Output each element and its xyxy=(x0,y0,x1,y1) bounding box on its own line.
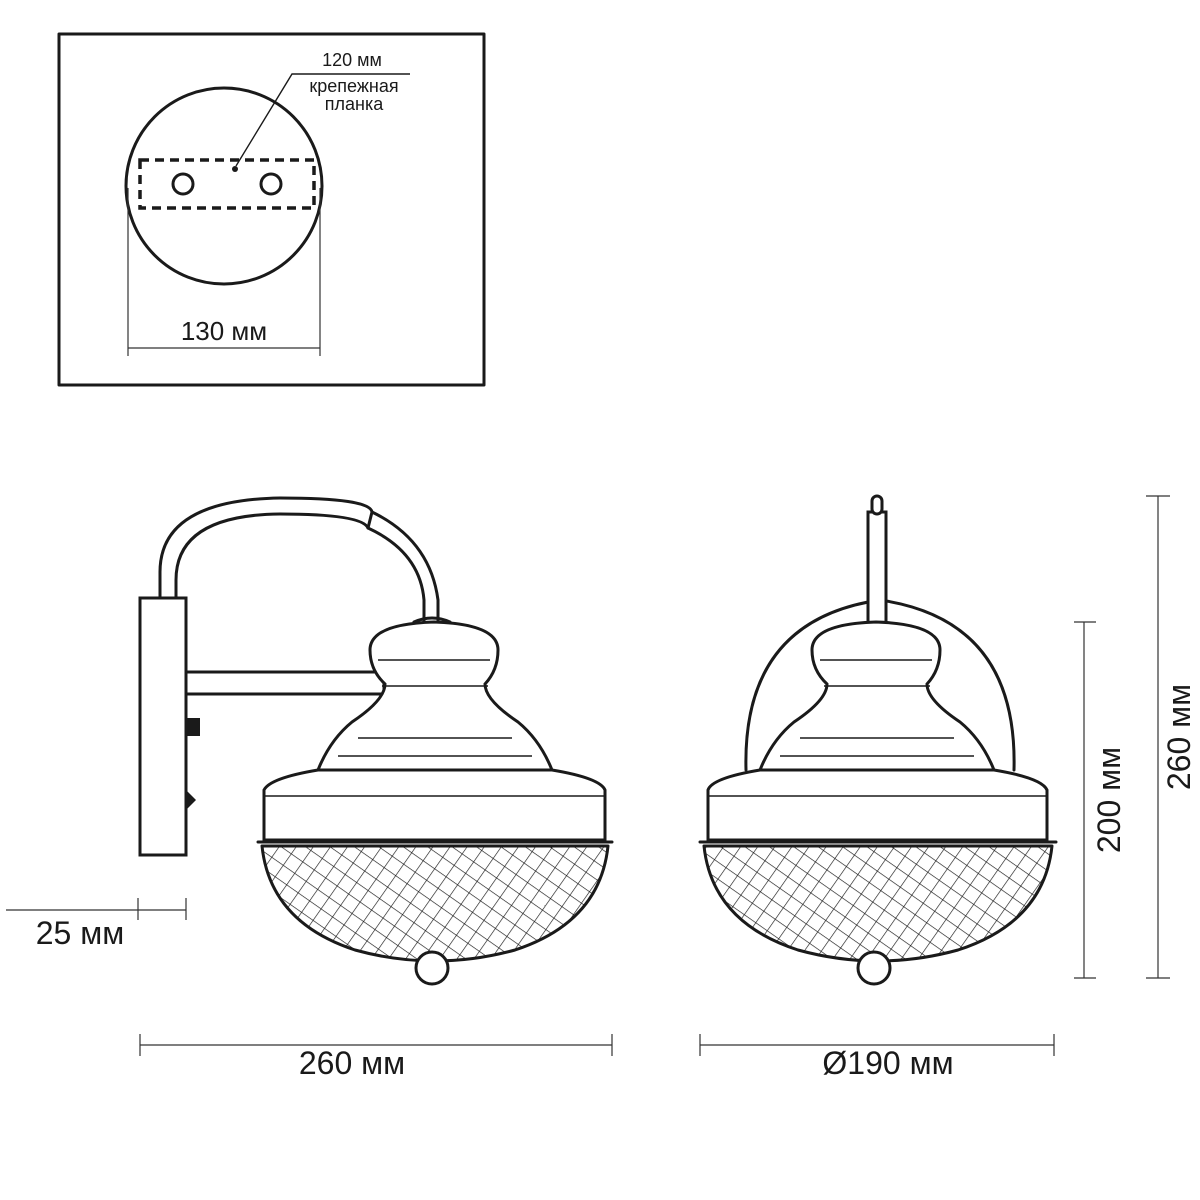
lamp-body-rings xyxy=(338,659,532,757)
shade-height-dimension-ticks xyxy=(1074,621,1096,979)
horizontal-arm xyxy=(184,670,386,696)
switch-bottom-icon xyxy=(186,790,196,810)
diameter-dimension-ticks xyxy=(699,1034,1055,1056)
neck-cap xyxy=(412,616,452,624)
front-diameter-label: Ø190 мм xyxy=(822,1045,953,1081)
total-height-dimension-ticks xyxy=(1146,495,1170,979)
top-rod-tip xyxy=(870,494,884,516)
bracket-length-label: 120 мм xyxy=(322,50,382,70)
screw-hole-right xyxy=(259,172,283,196)
bracket-leader-line xyxy=(235,73,410,167)
depth-label: 25 мм xyxy=(36,915,124,951)
wall-backplate xyxy=(138,596,188,857)
total-height-label: 260 мм xyxy=(1161,684,1197,790)
plate-diameter-label: 130 мм xyxy=(181,316,267,346)
curved-arm-inner xyxy=(174,512,426,624)
width-dimension-ticks xyxy=(139,1034,613,1056)
arm-joint xyxy=(366,510,374,530)
mount-plate-circle xyxy=(124,86,324,286)
depth-dimension-ticks xyxy=(137,898,187,920)
mounting-bracket-outline xyxy=(138,158,316,210)
front-lamp-collar xyxy=(706,768,1049,842)
top-rod xyxy=(866,510,888,626)
plate-diameter-extension-lines xyxy=(127,188,321,356)
shade-height-label: 200 мм xyxy=(1091,747,1127,853)
side-view-dimensions: 25 мм 260 мм xyxy=(6,898,613,1081)
curved-arm-outer xyxy=(158,496,440,624)
front-view-dimensions: Ø190 мм 200 мм 260 мм xyxy=(699,495,1197,1081)
front-lamp-body-rings xyxy=(780,659,974,757)
front-view xyxy=(698,494,1058,986)
front-bottom-finial xyxy=(856,950,892,986)
switch-top-icon xyxy=(186,718,200,736)
bottom-finial xyxy=(414,950,450,986)
width-label: 260 мм xyxy=(299,1045,405,1081)
lamp-body-upper xyxy=(315,620,555,772)
lamp-collar xyxy=(262,768,607,842)
bracket-name-line2: планка xyxy=(325,94,384,114)
screw-hole-left xyxy=(171,172,195,196)
inset-frame xyxy=(57,32,486,387)
mount-plate-inset: 120 мм крепежная планка 130 мм xyxy=(57,32,486,387)
bracket-name-line1: крепежная xyxy=(309,76,398,96)
bracket-center-dot xyxy=(232,166,238,172)
side-view xyxy=(138,496,614,986)
front-lamp-body-upper xyxy=(757,620,997,772)
